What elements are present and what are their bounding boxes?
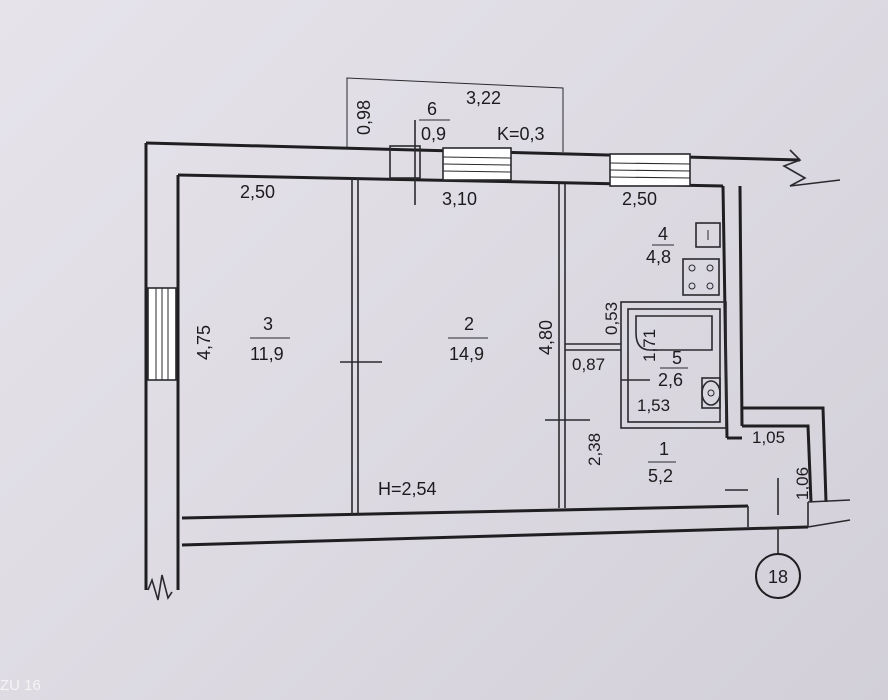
partitions: [340, 120, 809, 527]
ceiling-height-label: H=2,54: [378, 479, 437, 499]
niche-height-label: 1,06: [793, 467, 812, 500]
bath-gap-label: 0,53: [602, 302, 621, 335]
room-5-number: 5: [672, 348, 682, 368]
bath-offset-label: 0,87: [572, 355, 605, 374]
room2-depth-label: 4,80: [536, 320, 556, 355]
balcony: [346, 77, 564, 152]
balcony-width-label: 3,22: [466, 88, 501, 108]
kitchen-width-label: 2,50: [622, 189, 657, 209]
circle-number: 18: [768, 567, 788, 587]
bathtub-icon: [635, 315, 721, 351]
room-1-number: 1: [659, 439, 669, 459]
room-2-number: 2: [464, 314, 474, 334]
niche-width-label: 1,05: [752, 428, 785, 447]
fixtures: [635, 222, 721, 409]
toilet-icon: [701, 377, 721, 409]
outer-walls: [144, 141, 851, 601]
bath-width-label: 1,53: [637, 396, 670, 415]
corner-text: ZU 16: [0, 677, 41, 694]
room-3-number: 3: [263, 314, 273, 334]
bath-height-label: 1,71: [640, 329, 659, 362]
room3-depth-label: 4,75: [194, 325, 214, 360]
balcony-coef-label: K=0,3: [497, 124, 545, 144]
room-6-area: 0,9: [421, 124, 446, 144]
room-5-area: 2,6: [658, 370, 683, 390]
room-3-area: 11,9: [250, 344, 284, 364]
windows: [147, 145, 691, 381]
apartment-number-marker: 18: [755, 527, 801, 599]
room2-width-label: 3,10: [442, 189, 477, 209]
room-1-area: 5,2: [648, 466, 673, 486]
balcony-depth-label: 0,98: [354, 100, 374, 135]
room-4-area: 4,8: [646, 247, 671, 267]
stove-icon: [682, 258, 720, 296]
sink-icon: [695, 222, 721, 248]
hall-height-label: 2,38: [585, 433, 604, 466]
labels: 0,98 6 0,9 3,22 K=0,3 2,50 3,10 2,50 4 4…: [194, 88, 812, 500]
room-6-number: 6: [427, 99, 437, 119]
room-4-number: 4: [658, 224, 668, 244]
room3-width-label: 2,50: [240, 182, 275, 202]
room-2-area: 14,9: [449, 344, 484, 364]
